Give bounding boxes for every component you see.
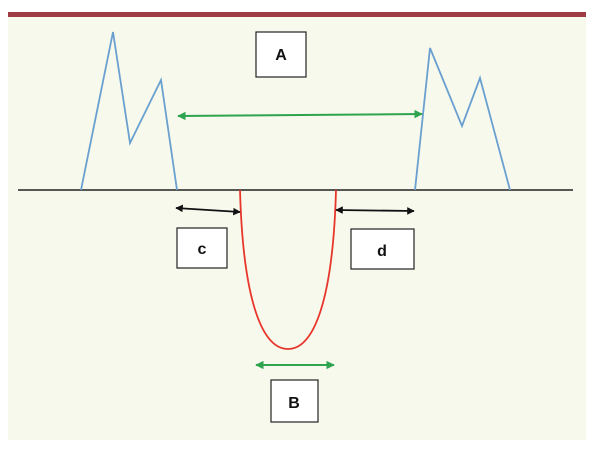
arrow-d <box>335 206 415 215</box>
label-box-d: d <box>350 228 415 270</box>
label-d: d <box>377 243 387 260</box>
panel-background <box>8 14 586 440</box>
well-curve <box>239 189 337 350</box>
left-peaks <box>80 31 178 191</box>
top-bar <box>8 12 586 17</box>
label-c: c <box>198 241 207 258</box>
label-box-a: A <box>255 31 307 78</box>
label-box-c: c <box>176 227 228 269</box>
label-a: A <box>275 47 287 64</box>
right-peaks <box>414 47 511 191</box>
arrow-a <box>177 109 423 121</box>
label-b: B <box>288 395 300 412</box>
label-box-b: B <box>270 379 319 423</box>
arrow-c <box>175 204 241 216</box>
